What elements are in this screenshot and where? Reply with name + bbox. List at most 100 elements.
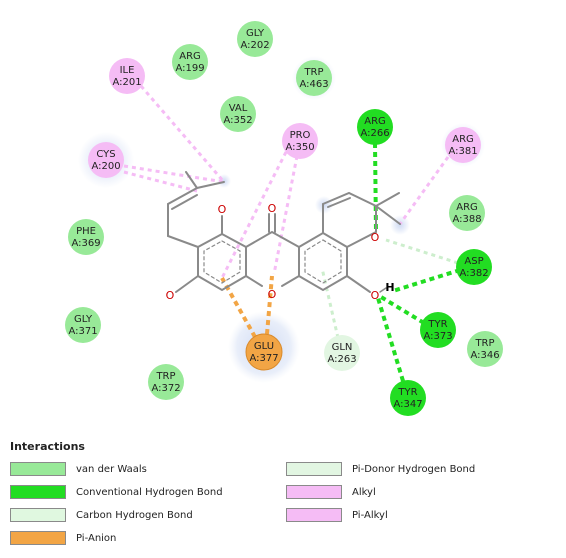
legend-label: Pi-Alkyl: [352, 509, 388, 521]
oh-h-bond: [379, 287, 387, 293]
residue-name: CYS: [96, 149, 115, 160]
hydroxyl-hydrogen: H: [385, 281, 394, 294]
residue-arg266[interactable]: ARG A:266: [357, 109, 393, 145]
legend-item-van-der-waals: van der Waals: [10, 461, 147, 477]
prenyl-double: [171, 194, 198, 210]
asp382-chbond-line: [385, 238, 459, 265]
residue-number: A:381: [448, 146, 477, 157]
legend-label: Conventional Hydrogen Bond: [76, 486, 223, 498]
residue-number: A:199: [175, 63, 204, 74]
residue-arg388[interactable]: ARG A:388: [449, 195, 485, 231]
residue-pro350[interactable]: PRO A:350: [282, 123, 318, 159]
residue-number: A:463: [299, 79, 328, 90]
residue-number: A:263: [327, 354, 356, 365]
residue-number: A:201: [112, 77, 141, 88]
residue-name: ARG: [452, 134, 474, 145]
legend-swatch: [286, 508, 342, 522]
asp382-hbond-line: [392, 268, 461, 293]
residue-name: ARG: [179, 51, 201, 62]
residue-name: PHE: [76, 226, 96, 237]
residue-name: VAL: [229, 103, 248, 114]
residue-number: A:346: [470, 350, 499, 361]
prenyl-chain: [167, 181, 225, 248]
residue-name: ILE: [120, 65, 135, 76]
legend-swatch: [286, 485, 342, 499]
residue-tyr347[interactable]: TYR A:347: [390, 380, 426, 416]
residue-name: PRO: [290, 130, 311, 141]
residue-phe369[interactable]: PHE A:369: [68, 219, 104, 255]
residue-number: A:266: [360, 128, 389, 139]
residue-name: GLY: [74, 314, 93, 325]
legend-swatch: [286, 462, 342, 476]
hydroxyl-oxygen-left: O: [166, 289, 175, 302]
legend-label: Alkyl: [352, 486, 376, 498]
legend-label: Pi-Anion: [76, 532, 117, 544]
legend-label: Carbon Hydrogen Bond: [76, 509, 193, 521]
legend-label: Pi-Donor Hydrogen Bond: [352, 463, 476, 475]
residue-name: TYR: [397, 387, 417, 398]
glu377-pianion-line-2: [265, 275, 274, 335]
residue-number: A:372: [151, 383, 180, 394]
residue-cys200[interactable]: CYS A:200: [88, 142, 124, 178]
residue-name: GLY: [246, 28, 265, 39]
residue-arg199[interactable]: ARG A:199: [172, 44, 208, 80]
legend-item-carbon-hbond: Carbon Hydrogen Bond: [10, 507, 193, 523]
legend-item-alkyl: Alkyl: [286, 484, 376, 500]
residue-arg381[interactable]: ARG A:381: [445, 127, 481, 163]
residue-tyr373[interactable]: TYR A:373: [420, 312, 456, 348]
residue-trp463[interactable]: TRP A:463: [296, 60, 332, 96]
ring-oxygen-pyran: O: [371, 231, 380, 244]
ile201-alkyl-line: [139, 85, 226, 183]
gem-methyl-2: [375, 205, 401, 225]
oh-left-bond: [175, 275, 199, 293]
central-ring-lower-right: [281, 275, 300, 287]
central-ring-lower-left: [245, 275, 263, 287]
legend-title: Interactions: [10, 440, 85, 453]
residue-number: A:371: [68, 326, 97, 337]
residue-name: ASP: [464, 256, 483, 267]
residue-name: TYR: [427, 319, 447, 330]
residue-gly202[interactable]: GLY A:202: [237, 21, 273, 57]
legend-label: van der Waals: [76, 463, 147, 475]
residue-val352[interactable]: VAL A:352: [220, 96, 256, 132]
residue-number: A:202: [240, 40, 269, 51]
residue-number: A:200: [91, 161, 120, 172]
gem-methyl-1: [375, 192, 400, 207]
residue-name: TRP: [155, 371, 175, 382]
tyr373-hbond-line: [379, 295, 426, 325]
residue-number: A:369: [71, 238, 100, 249]
residue-gln263[interactable]: GLN A:263: [324, 335, 360, 371]
legend-item-pi-donor-hbond: Pi-Donor Hydrogen Bond: [286, 461, 475, 477]
hydroxyl-oxygen-right: O: [371, 289, 380, 302]
pyran-double: [327, 197, 351, 208]
residue-number: A:347: [393, 399, 422, 410]
legend-item-conventional-hbond: Conventional Hydrogen Bond: [10, 484, 223, 500]
residue-number: A:352: [223, 115, 252, 126]
residue-ile201[interactable]: ILE A:201: [109, 58, 145, 94]
residue-number: A:377: [249, 353, 278, 364]
residue-name: TRP: [474, 338, 494, 349]
ring-oxygen-central: O: [268, 288, 277, 301]
residue-trp346[interactable]: TRP A:346: [467, 331, 503, 367]
legend-swatch: [10, 485, 66, 499]
legend-swatch: [10, 531, 66, 545]
residue-trp372[interactable]: TRP A:372: [148, 364, 184, 400]
residue-glu377[interactable]: GLU A:377: [245, 333, 283, 371]
right-aromatic-ring-inner: [304, 239, 342, 284]
prenyl-methyl-1: [185, 171, 198, 189]
residue-asp382[interactable]: ASP A:382: [456, 249, 492, 285]
residue-name: GLU: [254, 341, 274, 352]
residue-gly371[interactable]: GLY A:371: [65, 307, 101, 343]
legend-swatch: [10, 462, 66, 476]
residue-number: A:382: [459, 268, 488, 279]
legend-item-pi-alkyl: Pi-Alkyl: [286, 507, 388, 523]
cys200-alkyl-line-1: [123, 164, 225, 184]
dimethylpyran-ring: [322, 191, 377, 248]
residue-name: GLN: [332, 342, 353, 353]
oh-right-bond: [346, 275, 371, 293]
gln263-pidonor-line: [320, 267, 340, 339]
residue-number: A:388: [452, 214, 481, 225]
left-aromatic-ring-inner: [203, 240, 241, 284]
residue-number: A:350: [285, 142, 314, 153]
legend-swatch: [10, 508, 66, 522]
